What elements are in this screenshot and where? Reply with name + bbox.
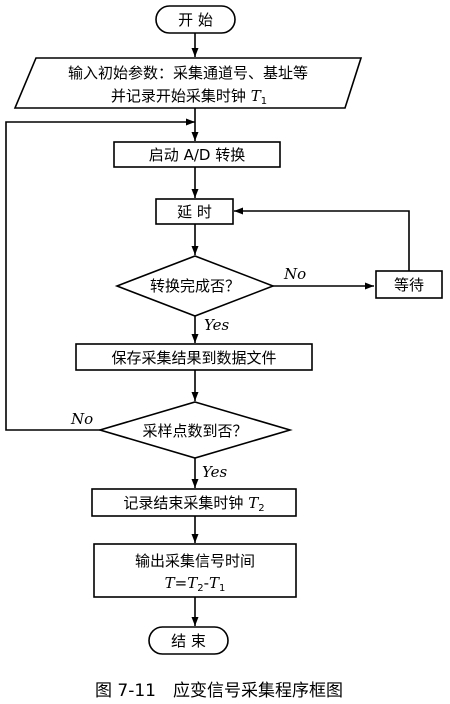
input-parameters-box: 输入初始参数：采集通道号、基址等 并记录开始采集时钟 T1 <box>13 57 363 109</box>
end-label: 结 束 <box>171 632 206 650</box>
start-terminal: 开 始 <box>155 5 236 34</box>
output-equation: T=T2-T1 <box>165 574 226 594</box>
wait-label: 等待 <box>394 276 424 294</box>
output-time-box: 输出采集信号时间 T=T2-T1 <box>93 543 297 598</box>
decision-samples-label: 采样点数到否？ <box>142 422 247 440</box>
arrow-no-loop-to-start-ad <box>5 118 195 431</box>
decision-sample-count: 采样点数到否？ <box>97 401 293 459</box>
save-results-box: 保存采集结果到数据文件 <box>75 343 313 371</box>
figure-caption: 图 7-11 应变信号采集程序框图 <box>95 681 343 701</box>
save-results-label: 保存采集结果到数据文件 <box>111 349 276 367</box>
yes-label-conversion: Yes <box>204 316 229 334</box>
start-ad-label: 启动 A/D 转换 <box>149 146 245 164</box>
output-line1: 输出采集信号时间 <box>135 552 255 570</box>
input-line2: 并记录开始采集时钟 T1 <box>111 87 267 107</box>
record-end-label: 记录结束采集时钟 T2 <box>123 494 264 514</box>
input-line1: 输入初始参数：采集通道号、基址等 <box>68 64 308 82</box>
end-terminal: 结 束 <box>148 626 229 655</box>
start-ad-box: 启动 A/D 转换 <box>113 141 281 168</box>
arrow-wait-to-delay <box>234 207 410 271</box>
yes-label-samples: Yes <box>202 463 227 481</box>
no-label-conversion: No <box>283 265 306 283</box>
delay-box: 延 时 <box>155 198 234 225</box>
delay-label: 延 时 <box>177 203 212 221</box>
decision-conversion-label: 转换完成否？ <box>150 277 240 295</box>
record-end-box: 记录结束采集时钟 T2 <box>91 488 297 517</box>
no-label-samples: No <box>70 410 93 428</box>
start-label: 开 始 <box>178 11 213 29</box>
wait-box: 等待 <box>375 270 443 299</box>
decision-conversion-complete: 转换完成否？ <box>114 255 276 317</box>
